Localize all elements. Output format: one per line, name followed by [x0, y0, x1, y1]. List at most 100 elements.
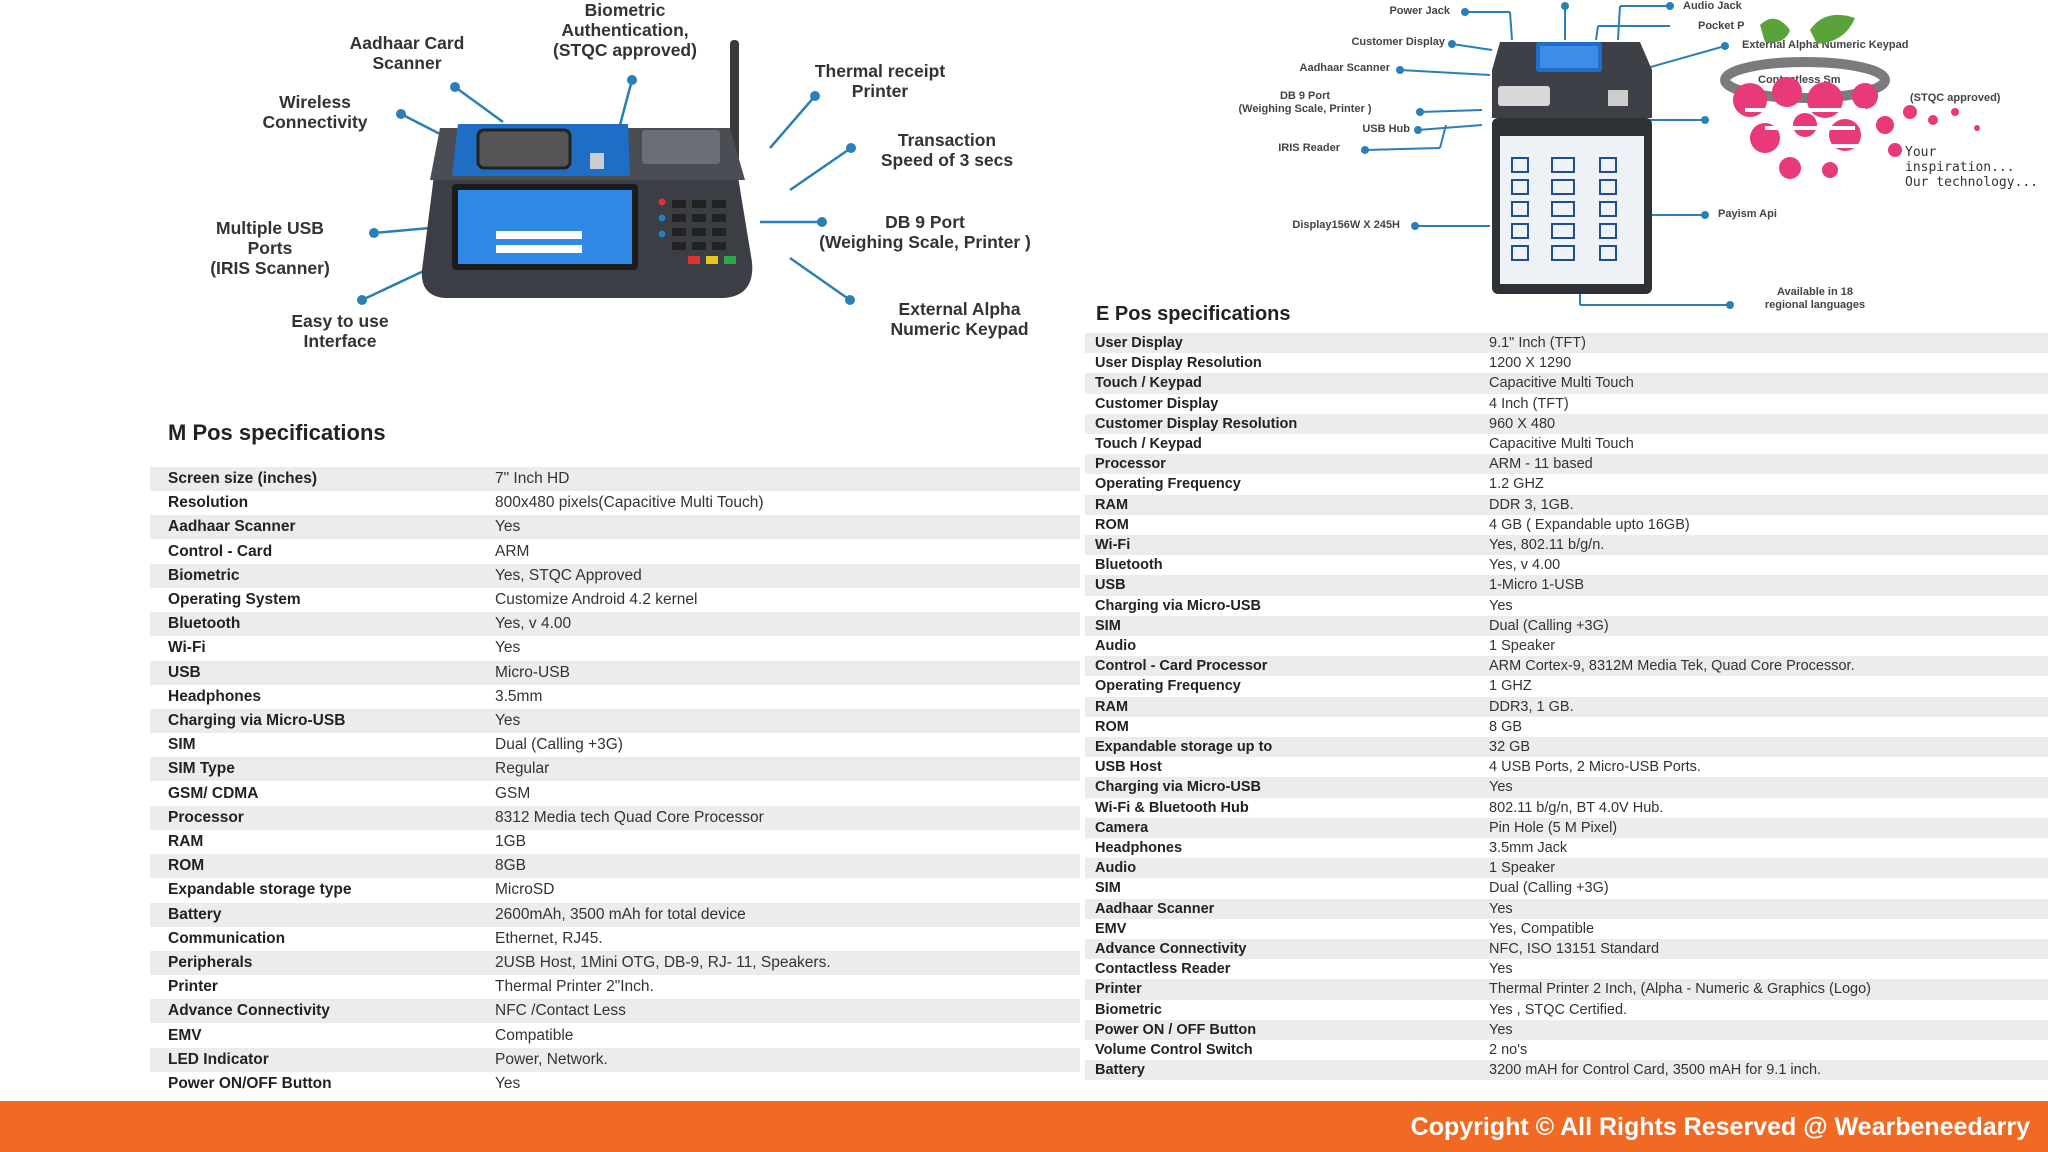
spec-value: Pin Hole (5 M Pixel) — [1489, 819, 1618, 836]
spec-label: Operating Frequency — [1095, 476, 1241, 493]
spec-label: Touch / Keypad — [1095, 436, 1202, 452]
spec-label: SIM Type — [168, 760, 235, 778]
spec-label: Audio — [1095, 638, 1137, 654]
spec-value: 3.5mm — [495, 687, 543, 705]
spec-value: Yes — [1489, 900, 1513, 917]
spec-label: Processor — [168, 808, 244, 826]
spec-value: 1 Speaker — [1489, 638, 1556, 654]
spec-label: Wi-Fi & Bluetooth Hub — [1095, 799, 1249, 816]
spec-label: Touch / Keypad — [1095, 375, 1202, 392]
spec-label: RAM — [1095, 698, 1129, 715]
spec-row: Volume Control Switch 2 no's — [1085, 1040, 2048, 1060]
spec-label: RAM — [1095, 496, 1129, 513]
spec-value: 1200 X 1290 — [1489, 355, 1572, 372]
spec-value: Yes, v 4.00 — [495, 615, 572, 633]
spec-label: ROM — [1095, 718, 1129, 735]
spec-value: NFC, ISO 13151 Standard — [1489, 941, 1660, 957]
spec-label: Headphones — [1095, 840, 1183, 856]
spec-label: Screen size (inches) — [168, 470, 318, 487]
spec-label: Advance Connectivity — [1095, 941, 1247, 957]
callout-db9-port: DB 9 Port (Weighing Scale, Printer ) — [819, 212, 1031, 252]
callout-biometric: Biometric Authentication, (STQC approved… — [553, 0, 697, 60]
spec-value: 2 no's — [1489, 1042, 1528, 1058]
spec-label: Power ON/OFF Button — [168, 1075, 332, 1092]
spec-label: ROM — [168, 857, 205, 875]
spec-value: Yes — [1489, 1021, 1513, 1038]
spec-value: 4 GB ( Expandable upto 16GB) — [1489, 516, 1690, 533]
spec-label: Peripherals — [168, 954, 253, 971]
spec-value: DDR 3, 1GB. — [1489, 496, 1574, 513]
spec-label: Headphones — [168, 687, 262, 705]
spec-value: Yes — [495, 518, 521, 536]
spec-row: Printer Thermal Printer 2"Inch. — [150, 975, 1080, 999]
spec-label: Aadhaar Scanner — [168, 518, 296, 536]
callout-usb-hub: USB Hub — [1362, 123, 1410, 135]
spec-value: 32 GB — [1489, 739, 1531, 755]
spec-label: Printer — [168, 978, 218, 996]
callout-wireless: Wireless Connectivity — [262, 92, 368, 132]
spec-label: Power ON / OFF Button — [1095, 1021, 1257, 1038]
spec-label: RAM — [168, 833, 204, 850]
spec-value: Thermal Printer 2"Inch. — [495, 978, 654, 996]
spec-row: Touch / Keypad Capacitive Multi Touch — [1085, 434, 2048, 454]
spec-value: Yes, Compatible — [1489, 920, 1595, 937]
spec-row: User Display Resolution 1200 X 1290 — [1085, 353, 2048, 373]
spec-label: User Display — [1095, 335, 1183, 351]
spec-value: Compatible — [495, 1026, 574, 1044]
spec-row: Expandable storage up to 32 GB — [1085, 737, 2048, 758]
spec-value: 802.11 b/g/n, BT 4.0V Hub. — [1489, 799, 1664, 816]
copyright-text: Copyright © All Rights Reserved @ Wearbe… — [1410, 1113, 2030, 1141]
footer-bar: Copyright © All Rights Reserved @ Wearbe… — [0, 1101, 2048, 1152]
spec-label: Control - Card Processor — [1095, 658, 1268, 675]
spec-value: Yes, 802.11 b/g/n. — [1489, 537, 1605, 553]
spec-label: User Display Resolution — [1095, 355, 1262, 372]
spec-row: Wi-Fi & Bluetooth Hub 802.11 b/g/n, BT 4.… — [1085, 798, 2048, 818]
spec-value: Yes — [495, 639, 521, 657]
spec-value: Capacitive Multi Touch — [1489, 436, 1634, 452]
spec-value: Yes, STQC Approved — [495, 566, 642, 584]
spec-label: Expandable storage type — [168, 881, 352, 899]
spec-label: Operating System — [168, 591, 301, 608]
spec-label: Volume Control Switch — [1095, 1042, 1253, 1058]
spec-label: Audio — [1095, 860, 1137, 877]
callout-customer-display: Customer Display — [1351, 36, 1445, 48]
spec-label: USB Host — [1095, 759, 1162, 776]
spec-label: Control - Card — [168, 542, 273, 560]
spec-label: Battery — [1095, 1062, 1145, 1079]
callout-thermal-printer: Thermal receipt Printer — [814, 61, 946, 101]
spec-value: Yes , STQC Certified. — [1489, 1001, 1628, 1018]
spec-value: 1GB — [495, 833, 527, 850]
spec-value: 9.1" Inch (TFT) — [1489, 335, 1586, 351]
spec-value: Dual (Calling +3G) — [495, 736, 623, 754]
spec-label: SIM — [168, 736, 196, 754]
spec-label: USB — [1095, 577, 1126, 594]
spec-value: Thermal Printer 2 Inch, (Alpha - Numeric… — [1489, 981, 1871, 998]
epos-specs-table: User Display 9.1" Inch (TFT) User Display … — [1085, 333, 2048, 1088]
spec-label: Expandable storage up to — [1095, 739, 1273, 755]
spec-label: Charging via Micro-USB — [168, 712, 346, 729]
spec-value: MicroSD — [495, 881, 555, 899]
spec-label: SIM — [1095, 880, 1121, 897]
spec-label: ROM — [1095, 516, 1129, 533]
spec-value: 3.5mm Jack — [1489, 840, 1568, 856]
spec-label: Advance Connectivity — [168, 1002, 330, 1020]
spec-label: GSM/ CDMA — [168, 784, 259, 802]
